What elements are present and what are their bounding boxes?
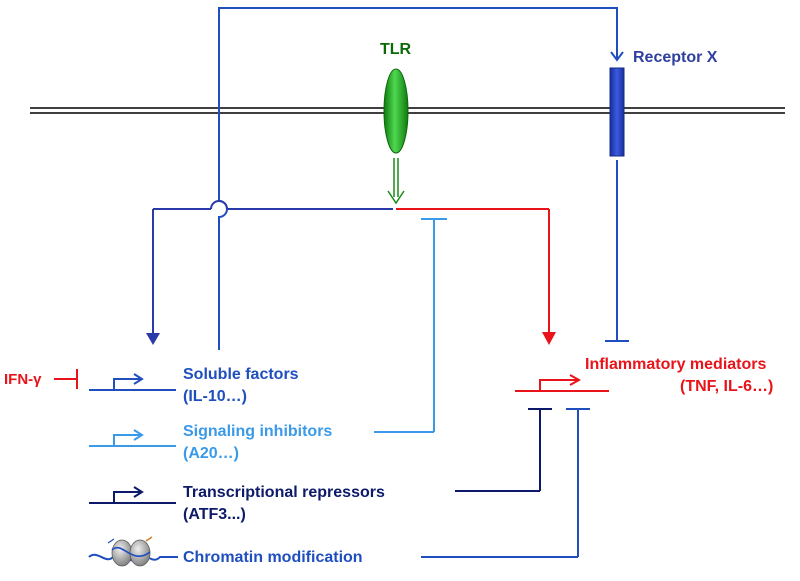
signaling-inhibitors-examples: (A20…) bbox=[183, 445, 239, 462]
anti-inflammatory-branch bbox=[146, 200, 393, 345]
tlr-signal-arrow bbox=[387, 158, 405, 205]
inflammatory-mediators-gene bbox=[515, 374, 609, 392]
soluble-factors-examples: (IL-10…) bbox=[183, 388, 247, 405]
soluble-factors-gene bbox=[89, 373, 176, 391]
chromatin-inhibition bbox=[421, 408, 590, 558]
soluble-to-receptor-x-loop bbox=[218, 7, 624, 350]
repressor-inhibition bbox=[455, 408, 552, 492]
transcriptional-repressors-examples: (ATF3...) bbox=[183, 506, 246, 523]
inflammatory-mediators-label: Inflammatory mediators bbox=[585, 356, 766, 373]
signaling-inhibitor-block bbox=[374, 218, 447, 433]
receptor-x-shape bbox=[609, 67, 625, 157]
tlr-label: TLR bbox=[380, 41, 412, 58]
receptor-x-label: Receptor X bbox=[633, 49, 718, 66]
signaling-inhibitors-label: Signaling inhibitors bbox=[183, 423, 332, 440]
ifn-gamma-label: IFN-γ bbox=[4, 371, 42, 388]
inflammatory-mediators-examples: (TNF, IL-6…) bbox=[680, 378, 773, 395]
nucleosome-icon bbox=[88, 536, 178, 567]
chromatin-modification-label: Chromatin modification bbox=[183, 549, 363, 566]
receptor-x-inhibition bbox=[605, 160, 629, 342]
pro-inflammatory-branch bbox=[396, 208, 556, 345]
transcriptional-repressors-gene bbox=[89, 486, 176, 504]
signaling-inhibitors-gene bbox=[89, 429, 176, 447]
ifn-gamma-inhibition bbox=[54, 369, 78, 389]
transcriptional-repressors-label: Transcriptional repressors bbox=[183, 484, 385, 501]
tlr-receptor-shape bbox=[383, 68, 409, 154]
soluble-factors-label: Soluble factors bbox=[183, 366, 299, 383]
